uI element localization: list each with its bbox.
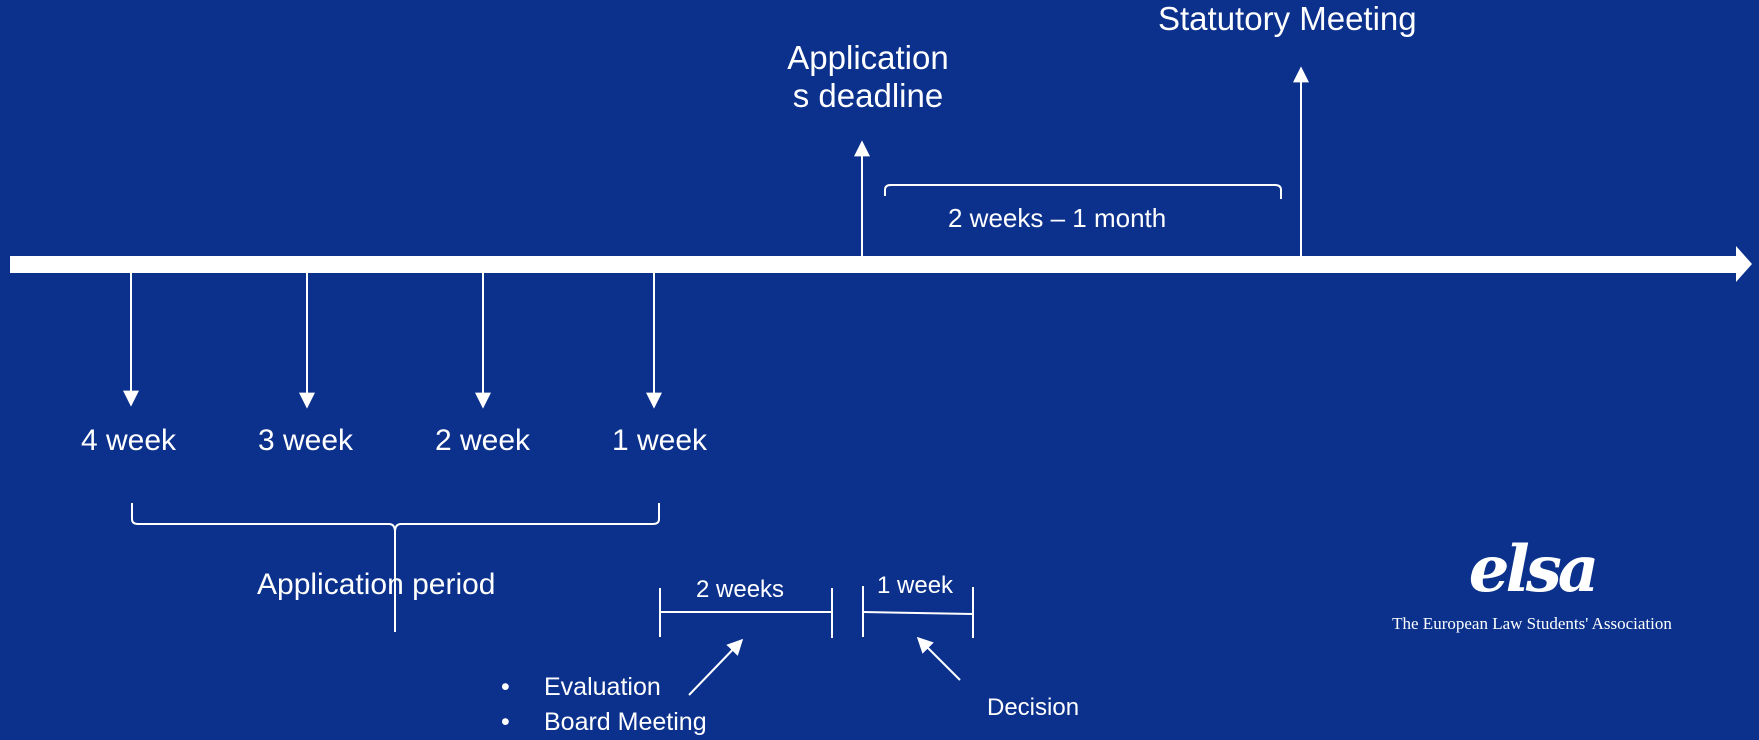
evaluation-items-list: • Evaluation • Board Meeting xyxy=(500,670,707,740)
list-item: • Board Meeting xyxy=(500,705,707,740)
logo-wordmark: elsa xyxy=(1468,532,1600,607)
timeline-arrow xyxy=(10,246,1752,282)
decision-span-marker xyxy=(862,586,974,638)
applications-deadline-line-1: Application xyxy=(787,39,949,76)
applications-deadline-line-2: s deadline xyxy=(792,76,944,114)
gap-duration-label: 2 weeks – 1 month xyxy=(948,203,1167,233)
decision-duration-label: 1 week xyxy=(877,572,954,599)
week-1-label: 1 week xyxy=(612,424,708,457)
logo-tagline: The European Law Students' Association xyxy=(1392,614,1672,633)
application-period-label: Application period xyxy=(257,568,496,601)
elsa-logo: elsa The European Law Students' Associat… xyxy=(1392,538,1672,634)
decision-pointer-arrow xyxy=(916,636,961,681)
bullet-icon: • xyxy=(501,708,510,736)
evaluation-item-label: Evaluation xyxy=(544,673,661,701)
list-item: • Evaluation xyxy=(500,670,707,705)
evaluation-span-marker xyxy=(659,588,833,638)
evaluation-duration-label: 2 weeks xyxy=(696,576,785,603)
week-4-label: 4 week xyxy=(81,424,177,457)
bullet-icon: • xyxy=(501,673,510,701)
decision-label: Decision xyxy=(987,694,1080,721)
evaluation-pointer-arrow xyxy=(688,638,744,696)
application-period-brace xyxy=(131,503,660,632)
statutory-meeting-label: Statutory Meeting xyxy=(1158,0,1417,37)
week-3-label: 3 week xyxy=(258,424,354,457)
week-2-label: 2 week xyxy=(435,424,531,457)
board-meeting-item-label: Board Meeting xyxy=(544,708,707,736)
applications-deadline-label: Application s deadline xyxy=(770,39,966,115)
gap-brace xyxy=(884,184,1282,199)
